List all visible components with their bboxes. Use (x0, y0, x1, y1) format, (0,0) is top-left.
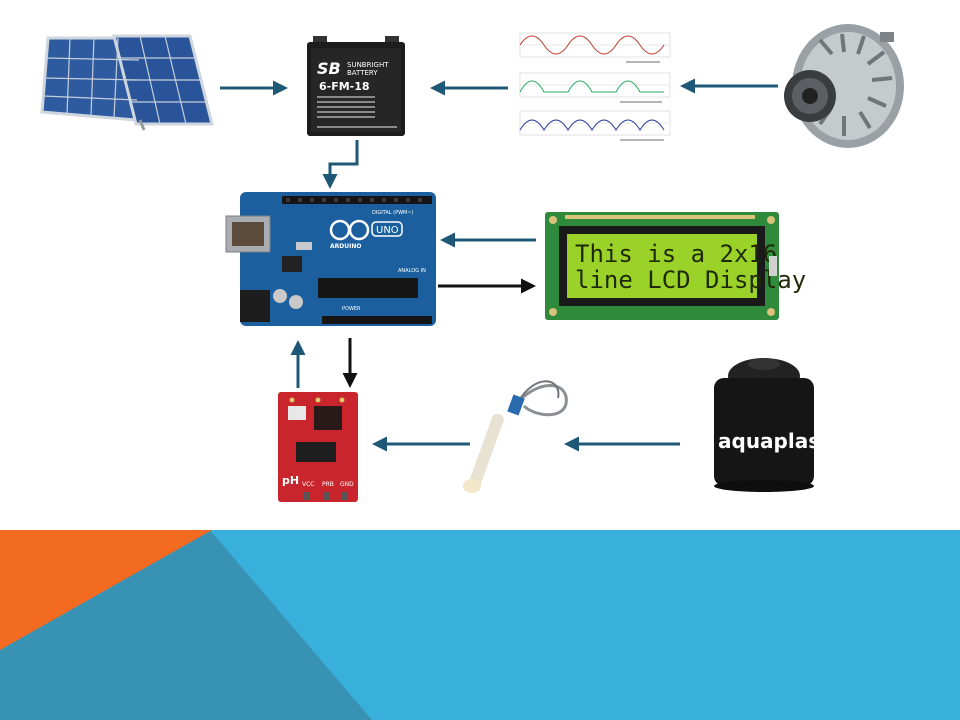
sine-wave (519, 35, 665, 55)
battery-image: SB SUNBRIGHT BATTERY 6-FM-18 (307, 36, 405, 136)
battery-brand: SUNBRIGHT (347, 61, 389, 69)
footer-decoration (0, 530, 960, 720)
arduino-power-label: POWER (342, 306, 361, 312)
ph-pin-gnd: GND (340, 481, 354, 488)
half-wave-rectified (519, 80, 664, 93)
tank-brand: aquaplas (718, 429, 820, 453)
full-wave-rectified (519, 119, 665, 131)
battery-model: 6-FM-18 (319, 80, 370, 93)
footer-orange-triangle (0, 530, 212, 650)
ph-pin-vcc: VCC (302, 481, 314, 488)
ph-sensor-module: pH VCC PRB GND (278, 392, 358, 502)
arduino-analog-label: ANALOG IN (398, 268, 426, 274)
footer-teal-triangle (0, 530, 372, 720)
lcd-line-2: line LCD Display (575, 266, 806, 294)
ph-probe-image (463, 380, 568, 493)
arrow-battery-to-arduino (322, 140, 359, 189)
solar-panel-image (40, 34, 214, 131)
ph-module-label: pH (282, 474, 299, 487)
ph-pin-prb: PRB (322, 481, 334, 488)
waveform-diagram (519, 32, 671, 141)
arduino-brand: ARDUINO (330, 243, 361, 250)
arduino-uno-board: DIGITAL (PWM~) ARDUINO UNO ANALOG IN POW… (225, 192, 436, 326)
battery-brand-line2: BATTERY (347, 69, 378, 77)
alternator-image (784, 24, 904, 148)
lcd-display-module: This is a 2x16 line LCD Display (545, 212, 806, 320)
arduino-model: UNO (376, 225, 399, 236)
water-tank-image: aquaplas (714, 358, 820, 492)
battery-logo: SB (317, 59, 341, 78)
arduino-digital-label: DIGITAL (PWM~) (372, 210, 414, 216)
lcd-line-1: This is a 2x16 (575, 240, 777, 268)
